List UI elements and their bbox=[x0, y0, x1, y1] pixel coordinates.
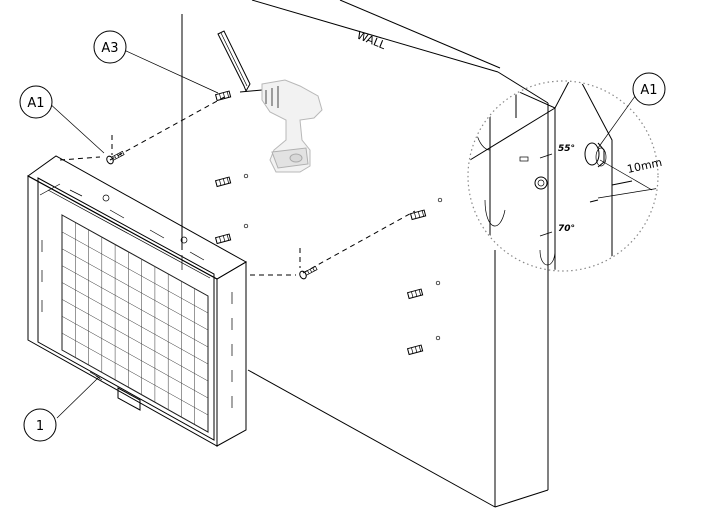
leader-lines bbox=[47, 49, 639, 419]
callout-item-1-text: 1 bbox=[36, 419, 44, 434]
callout-a3: A3 bbox=[93, 30, 127, 64]
grid-line bbox=[61, 332, 209, 416]
wall-anchor bbox=[214, 233, 232, 245]
grid-line bbox=[61, 299, 209, 382]
wall-anchor bbox=[406, 288, 424, 300]
angle-55-label: 55° bbox=[558, 144, 575, 154]
wall-anchor-hole bbox=[435, 335, 441, 341]
wall-panel bbox=[181, 0, 549, 508]
wall-anchors bbox=[214, 173, 443, 356]
detail-boundary bbox=[467, 80, 659, 272]
wall-anchor-hole bbox=[243, 173, 249, 179]
screw-lower bbox=[299, 265, 318, 280]
grid-line bbox=[61, 282, 209, 365]
callout-a1-detail-text: A1 bbox=[640, 83, 657, 98]
angle-70-label: 70° bbox=[558, 224, 575, 234]
drill-icon bbox=[239, 79, 323, 173]
wall-anchor-hole bbox=[435, 280, 441, 286]
anchor-a3 bbox=[214, 90, 232, 102]
dimension-label: 10mm bbox=[626, 156, 663, 176]
pencil-icon bbox=[217, 30, 251, 93]
wall-anchor-hole bbox=[243, 223, 249, 229]
grid-line bbox=[61, 265, 209, 348]
grid-line bbox=[61, 316, 209, 399]
callout-a1-left-text: A1 bbox=[27, 96, 44, 111]
callout-item-1: 1 bbox=[23, 408, 57, 442]
wall-anchor-hole bbox=[437, 197, 443, 203]
wall-anchor bbox=[406, 344, 424, 356]
charger-unit bbox=[27, 155, 248, 447]
callout-a1-left: A1 bbox=[19, 85, 53, 119]
detail-screw bbox=[584, 142, 607, 168]
wall-anchor bbox=[214, 176, 232, 188]
screw-upper bbox=[106, 150, 125, 165]
detail-view: 55° 70° 10mm bbox=[467, 80, 663, 272]
wall-anchor bbox=[409, 209, 427, 221]
wall-label: WALL bbox=[355, 29, 389, 53]
grid-line bbox=[61, 248, 209, 331]
callout-a3-text: A3 bbox=[101, 41, 118, 56]
grid-line bbox=[61, 349, 209, 433]
callout-a1-detail: A1 bbox=[632, 72, 666, 106]
grid-line bbox=[61, 214, 209, 297]
installation-lines bbox=[59, 94, 416, 276]
grid-line bbox=[61, 231, 209, 314]
